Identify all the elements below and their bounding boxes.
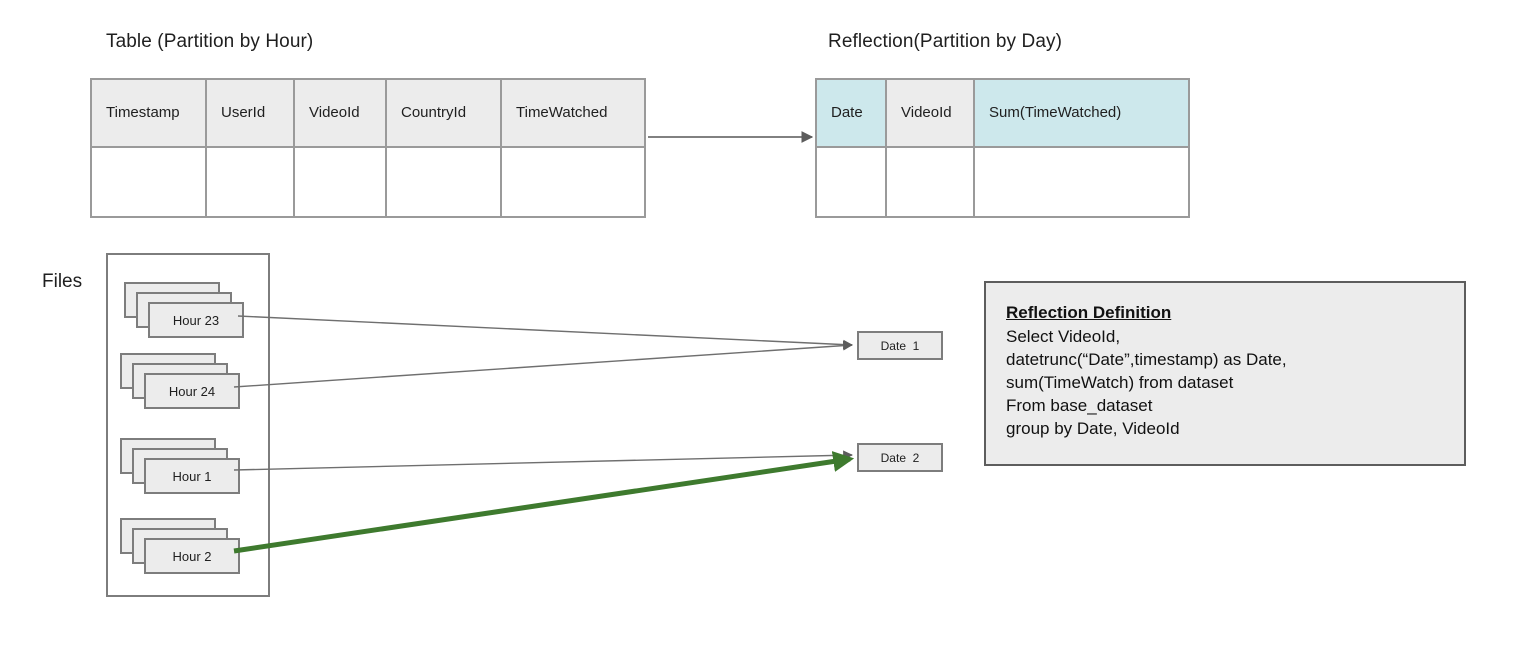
date-output-2: Date 2 [857,443,943,472]
files-container: Hour 23 Hour 24 Hour 1 Hour 2 [106,253,270,597]
reflection-definition-heading: Reflection Definition [1006,303,1172,322]
table-cell [817,148,887,216]
table-row [817,148,1188,216]
files-label: Files [42,271,83,292]
table-cell [387,148,502,216]
column-header-userid: UserId [207,80,295,146]
reflection-table-title: Reflection(Partition by Day) [828,31,1063,52]
connector-hour2-to-date2-highlight [233,451,855,554]
file-card-front: Hour 24 [144,373,240,409]
reflection-definition-line: Select VideoId, [1006,327,1121,346]
table-cell [295,148,387,216]
table-header-row: Date VideoId Sum(TimeWatched) [817,80,1188,148]
connector-hour24-to-date1 [233,340,853,388]
column-header-videoid: VideoId [295,80,387,146]
reflection-definition-panel: Reflection Definition Select VideoId, da… [984,281,1466,466]
table-row [92,148,644,216]
column-header-date: Date [817,80,887,146]
file-stack-hour-24: Hour 24 [120,353,240,409]
column-header-videoid: VideoId [887,80,975,146]
column-header-countryid: CountryId [387,80,502,146]
file-stack-hour-1: Hour 1 [120,438,240,494]
reflection-definition-line: From base_dataset [1006,396,1153,415]
connector-hour1-to-date2 [233,450,853,471]
table-cell [887,148,975,216]
table-cell [92,148,207,216]
reflection-definition-line: group by Date, VideoId [1006,419,1180,438]
source-table: Timestamp UserId VideoId CountryId TimeW… [90,78,646,218]
table-cell [207,148,295,216]
date-output-1: Date 1 [857,331,943,360]
table-cell [502,148,644,216]
column-header-sum-timewatched: Sum(TimeWatched) [975,80,1188,146]
source-table-title: Table (Partition by Hour) [106,31,314,52]
file-card-front: Hour 23 [148,302,244,338]
reflection-definition-line: datetrunc(“Date”,timestamp) as Date, [1006,350,1287,369]
file-stack-hour-2: Hour 2 [120,518,240,574]
column-header-timestamp: Timestamp [92,80,207,146]
reflection-definition-line: sum(TimeWatch) from dataset [1006,373,1234,392]
file-card-front: Hour 2 [144,538,240,574]
file-card-front: Hour 1 [144,458,240,494]
table-header-row: Timestamp UserId VideoId CountryId TimeW… [92,80,644,148]
reflection-table: Date VideoId Sum(TimeWatched) [815,78,1190,218]
connector-hour23-to-date1 [237,315,853,350]
table-cell [975,148,1188,216]
column-header-timewatched: TimeWatched [502,80,644,146]
file-stack-hour-23: Hour 23 [124,282,244,338]
